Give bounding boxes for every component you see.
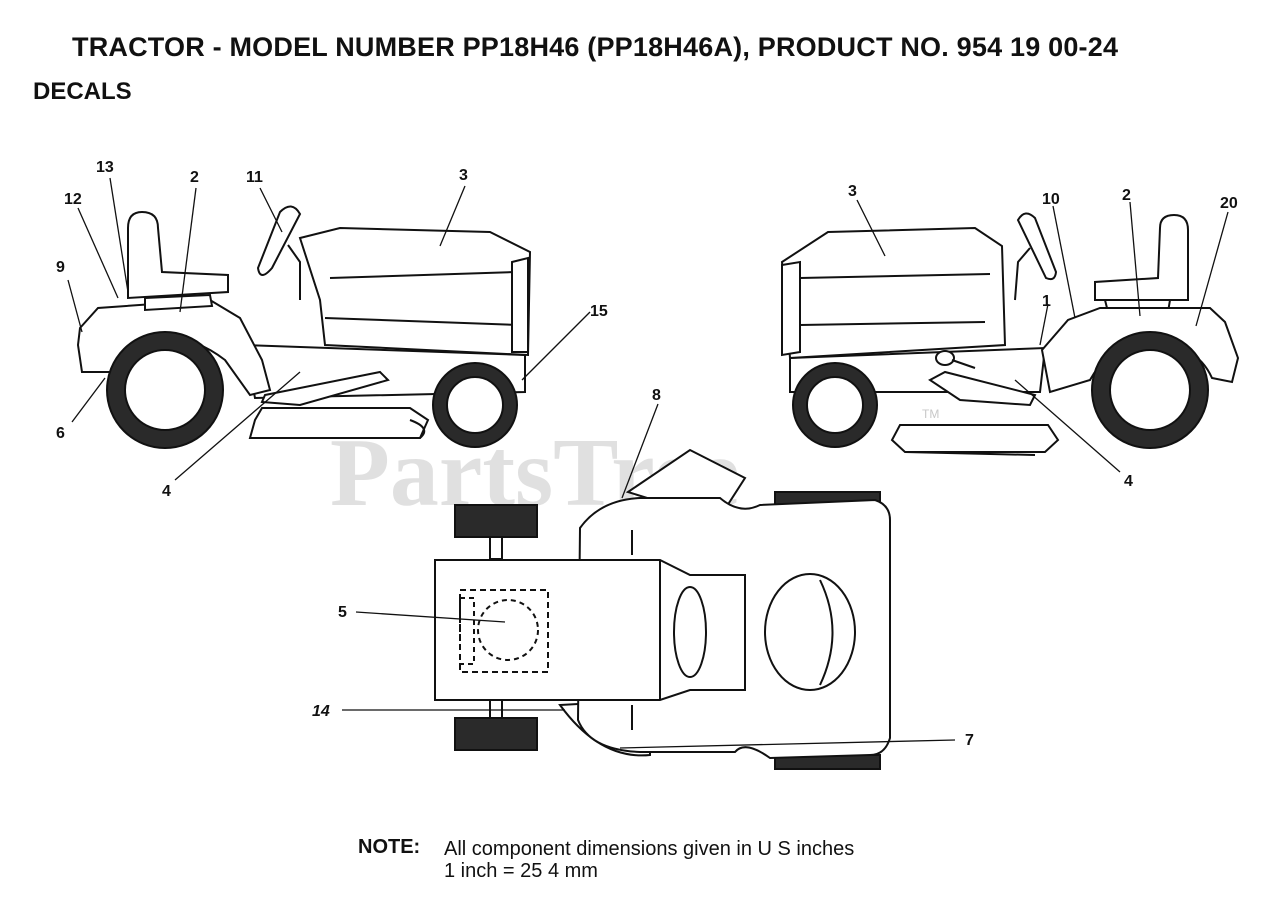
hood [780, 226, 1007, 360]
callout-14: 14 [312, 703, 330, 720]
callout-13: 13 [96, 159, 114, 176]
steering-wheel [256, 205, 302, 276]
note-label: NOTE: [358, 836, 421, 858]
footrest [260, 370, 390, 407]
footrest [928, 370, 1037, 407]
page-title: TRACTOR - MODEL NUMBER PP18H46 (PP18H46A… [72, 32, 1119, 62]
front-wheel-right [454, 717, 538, 751]
hood [298, 226, 532, 357]
callout-9: 9 [56, 259, 65, 276]
callout-4: 4 [162, 483, 171, 500]
callout-1: 1 [1042, 293, 1051, 310]
mower-deck [890, 424, 1060, 453]
callout-3: 3 [459, 167, 468, 184]
callout-2: 2 [190, 169, 199, 186]
callout-10: 10 [1042, 191, 1060, 208]
tractor-left-side-view [76, 205, 532, 449]
seat [1094, 213, 1189, 301]
front-wheel-left [454, 504, 538, 538]
callout-3: 3 [848, 183, 857, 200]
decal-area [459, 589, 549, 673]
seat-top-cushion [764, 573, 856, 691]
steering-wheel [1016, 212, 1058, 281]
callout-8: 8 [652, 387, 661, 404]
hood-top [434, 559, 746, 701]
note-line-2: 1 inch = 25 4 mm [444, 860, 598, 882]
watermark-tm: TM [922, 407, 939, 421]
seat [127, 210, 229, 300]
tractor-top-view [434, 448, 891, 770]
callout-5: 5 [338, 604, 347, 621]
callout-20: 20 [1220, 195, 1238, 212]
callout-7: 7 [965, 732, 974, 749]
callout-11: 11 [246, 169, 263, 186]
callout-6: 6 [56, 425, 65, 442]
callout-12: 12 [64, 191, 82, 208]
callout-2: 2 [1122, 187, 1131, 204]
tractor-right-side-view [780, 212, 1240, 456]
callout-4: 4 [1124, 473, 1133, 490]
mower-deck [248, 407, 430, 439]
note-line-1: All component dimensions given in U S in… [444, 838, 855, 860]
section-title: DECALS [33, 78, 132, 105]
callout-15: 15 [590, 303, 608, 320]
